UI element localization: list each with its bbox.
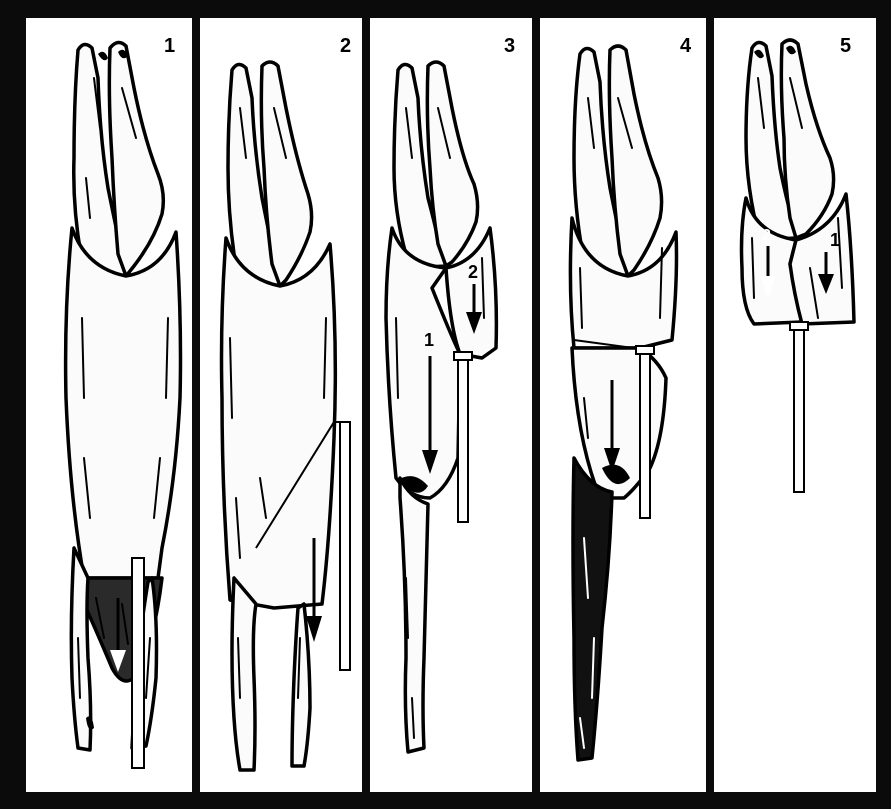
hindquarters-illustration: 2 1 — [714, 18, 876, 792]
fore-leg — [400, 478, 428, 752]
fore-leg — [232, 578, 256, 770]
panel-2: 2 — [200, 18, 362, 792]
hind-leg — [781, 40, 833, 238]
arrow-label: 1 — [830, 230, 840, 250]
gambrel-hook — [454, 352, 472, 360]
carcass-neck-cut-illustration — [540, 18, 706, 792]
hind-leg — [109, 42, 163, 276]
carcass-body — [66, 228, 181, 578]
neck-fore-leg — [573, 458, 612, 760]
gambrel-hook — [636, 346, 654, 354]
panel-3: 3 1 2 — [370, 18, 532, 792]
hind-leg — [609, 46, 661, 276]
gambrel-pole — [458, 358, 468, 522]
carcass-whole-illustration — [26, 18, 192, 792]
carcass-halved-illustration: 1 2 — [370, 18, 532, 792]
arrow-label: 1 — [424, 330, 434, 350]
carcass-body — [222, 238, 336, 608]
gambrel-pole — [340, 422, 350, 670]
gambrel-pole — [640, 352, 650, 518]
gambrel-hook — [790, 322, 808, 330]
hind-leg — [427, 62, 477, 266]
fore-leg — [292, 604, 310, 766]
panel-4: 4 — [540, 18, 706, 792]
hind-leg — [261, 62, 311, 286]
arrow-label: 2 — [762, 227, 771, 244]
arrow-label: 2 — [468, 262, 478, 282]
gambrel-pole — [132, 558, 144, 768]
panel-5: 5 2 1 — [714, 18, 876, 792]
carcass-cut-illustration — [200, 18, 362, 792]
panel-1: 1 — [26, 18, 192, 792]
gambrel-pole — [794, 328, 804, 492]
